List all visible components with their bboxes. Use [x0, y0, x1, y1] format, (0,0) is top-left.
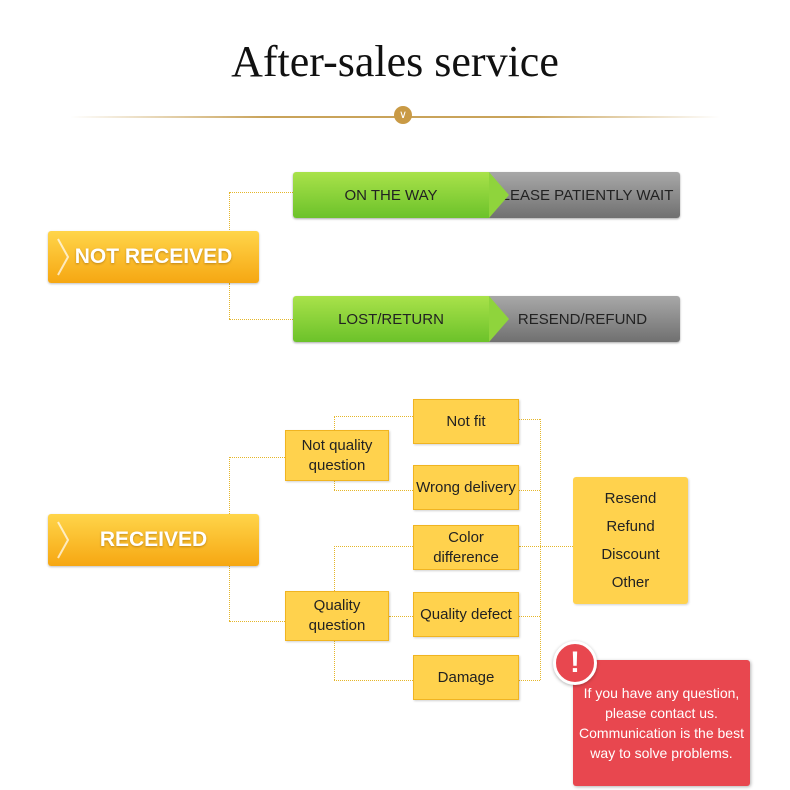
category-label-line: question: [308, 456, 366, 474]
received-label: RECEIVED: [99, 528, 208, 551]
arrow-right-icon: [489, 172, 509, 218]
connector: [334, 481, 335, 490]
status-row-lost-return: RESEND/REFUND LOST/RETURN: [293, 296, 680, 342]
connector: [229, 621, 285, 622]
connector: [334, 416, 335, 430]
status-lost-return: LOST/RETURN: [293, 296, 489, 342]
contact-note: If you have any question, please contact…: [573, 660, 750, 786]
note-line: Communication is the best: [579, 725, 744, 741]
solution-item: Discount: [601, 545, 660, 563]
category-not-quality[interactable]: Not quality question: [285, 430, 389, 481]
connector: [334, 641, 335, 680]
note-line: way to solve problems.: [590, 745, 733, 761]
issue-label: Quality defect: [420, 605, 512, 623]
connector: [229, 283, 230, 319]
connector: [229, 457, 230, 514]
connector: [519, 680, 540, 681]
connector: [334, 680, 413, 681]
issue-quality-defect[interactable]: Quality defect: [413, 592, 519, 637]
arrow-right-icon: [489, 296, 509, 342]
connector: [389, 616, 413, 617]
exclamation-icon: !: [553, 641, 597, 685]
page-title: After-sales service: [231, 37, 559, 86]
connector: [334, 416, 413, 417]
connector: [519, 616, 540, 617]
category-quality[interactable]: Quality question: [285, 591, 389, 641]
issue-label: Not fit: [446, 412, 486, 430]
received-button[interactable]: RECEIVED: [48, 514, 259, 566]
solution-item: Other: [611, 573, 650, 591]
issue-wrong-delivery[interactable]: Wrong delivery: [413, 465, 519, 510]
connector: [334, 546, 335, 591]
not-received-button[interactable]: NOT RECEIVED: [48, 231, 259, 283]
action-resend-refund: RESEND/REFUND: [485, 296, 680, 342]
connector: [540, 419, 541, 680]
issue-label: Damage: [437, 668, 495, 686]
connector: [519, 419, 540, 420]
connector: [229, 192, 293, 193]
status-on-the-way: ON THE WAY: [293, 172, 489, 218]
note-line: please contact us.: [605, 705, 718, 721]
note-line: If you have any question,: [583, 685, 740, 701]
issue-label: Wrong delivery: [416, 478, 516, 496]
chevron-right-icon: [57, 521, 70, 559]
solution-item: Refund: [606, 517, 655, 535]
solutions-box: Resend Refund Discount Other: [573, 477, 688, 604]
action-please-wait: PLEASE PATIENTLY WAIT: [485, 172, 680, 218]
issue-color-difference[interactable]: Color difference: [413, 525, 519, 570]
chevron-right-icon: [57, 238, 70, 276]
issue-not-fit[interactable]: Not fit: [413, 399, 519, 444]
solution-item: Resend: [604, 489, 657, 507]
connector: [334, 546, 413, 547]
connector: [334, 490, 413, 491]
status-row-on-the-way: PLEASE PATIENTLY WAIT ON THE WAY: [293, 172, 680, 218]
not-received-label: NOT RECEIVED: [74, 245, 233, 268]
issue-label: Color difference: [433, 528, 499, 566]
connector: [229, 319, 293, 320]
category-label-line: Not quality: [301, 436, 373, 454]
issue-damage[interactable]: Damage: [413, 655, 519, 700]
category-label: Quality question: [308, 597, 366, 634]
connector: [519, 546, 573, 547]
chevron-down-icon: ∨: [394, 106, 412, 124]
connector: [229, 192, 230, 230]
connector: [229, 566, 230, 621]
connector: [229, 457, 285, 458]
connector: [519, 490, 540, 491]
